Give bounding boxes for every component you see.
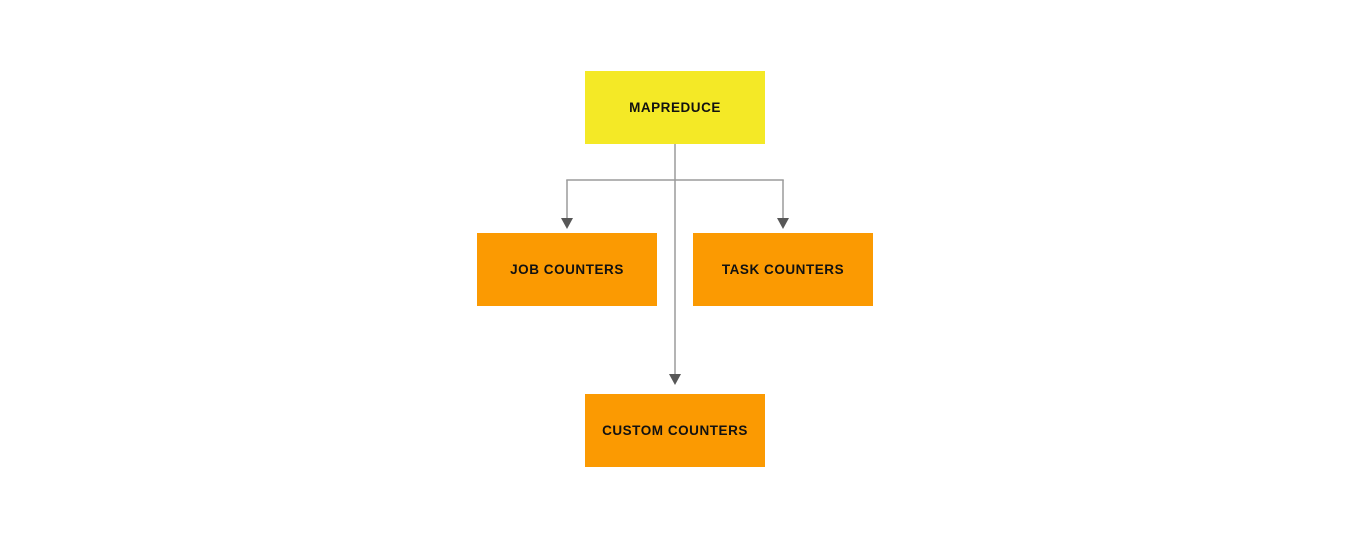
node-mapreduce: MAPREDUCE: [585, 71, 765, 144]
arrowhead-job-counters: [561, 218, 573, 229]
node-task-counters-label: TASK COUNTERS: [721, 262, 845, 277]
node-job-counters: JOB COUNTERS: [477, 233, 657, 306]
node-mapreduce-label: MAPREDUCE: [629, 100, 721, 115]
node-job-counters-label: JOB COUNTERS: [510, 262, 624, 277]
arrowhead-task-counters: [777, 218, 789, 229]
node-task-counters: TASK COUNTERS: [693, 233, 873, 306]
node-custom-counters-label: CUSTOM COUNTERS: [602, 423, 748, 438]
node-custom-counters: CUSTOM COUNTERS: [585, 394, 765, 467]
arrowhead-custom-counters: [669, 374, 681, 385]
